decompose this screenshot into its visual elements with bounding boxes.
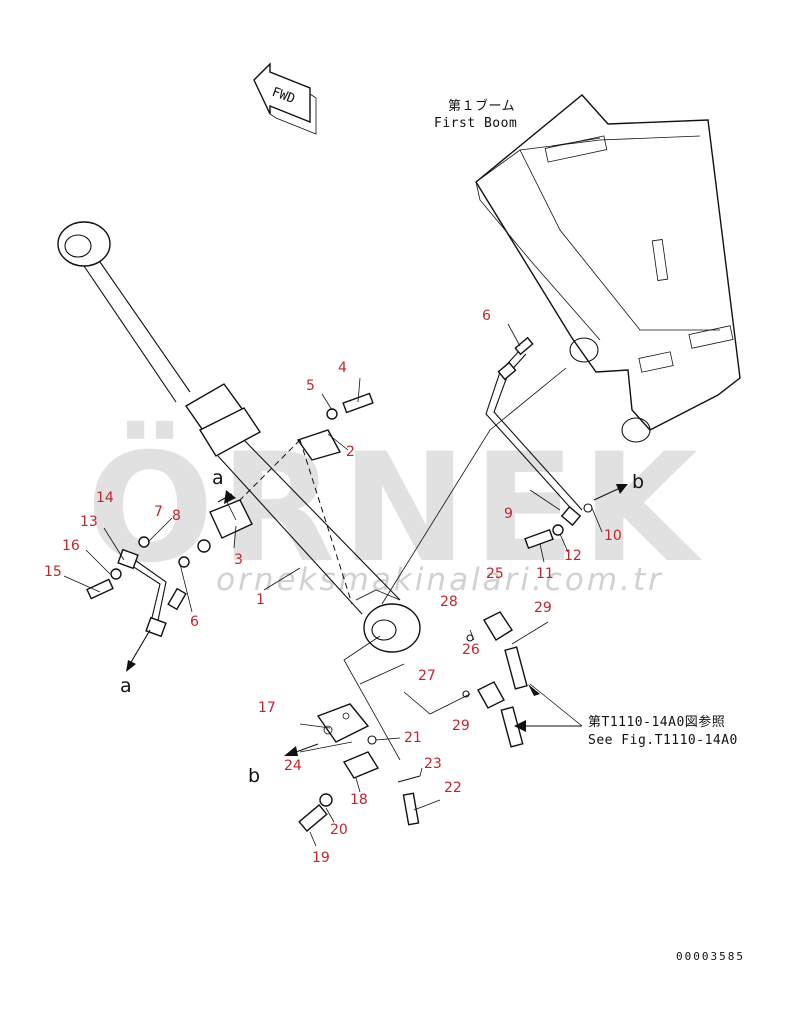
part-number: 20 <box>330 822 348 838</box>
bolt-19 <box>298 804 328 832</box>
part-number: 16 <box>62 538 80 554</box>
callout-b-left: b <box>248 765 260 787</box>
part-number: 8 <box>172 508 181 524</box>
boom-cylinder <box>57 221 421 653</box>
part-number: 18 <box>350 792 368 808</box>
callout-b-right: b <box>632 471 644 493</box>
part-number: 4 <box>338 360 347 376</box>
elbow-29a <box>477 681 505 709</box>
part-number: 6 <box>190 614 199 630</box>
washer-17b <box>178 556 190 568</box>
pin-23 <box>397 775 421 783</box>
bolt-4 <box>342 392 374 414</box>
watermark-brand: ÖRNEK <box>86 420 703 596</box>
part-number: 7 <box>154 504 163 520</box>
part-number: 24 <box>284 758 302 774</box>
bolt-22 <box>402 792 420 826</box>
bracket-2 <box>296 429 342 461</box>
part-number: 10 <box>604 528 622 544</box>
part-number: 29 <box>534 600 552 616</box>
part-number: 22 <box>444 780 462 796</box>
part-number: 25 <box>486 566 504 582</box>
part-number: 12 <box>564 548 582 564</box>
part-number: 17 <box>258 700 276 716</box>
pipe-7 <box>117 548 187 638</box>
part-number: 15 <box>44 564 62 580</box>
part-number: 26 <box>462 642 480 658</box>
washer-20 <box>319 793 333 807</box>
pipe-9 <box>485 336 583 527</box>
leader-lines <box>63 323 603 847</box>
part-number: 21 <box>404 730 422 746</box>
boom-label-en: First Boom <box>434 116 517 131</box>
first-boom <box>475 94 741 443</box>
washer-8 <box>197 539 211 553</box>
part-number: 1 <box>256 592 265 608</box>
part-number: 27 <box>418 668 436 684</box>
part-number: 13 <box>80 514 98 530</box>
washer-12 <box>552 524 564 536</box>
part-number: 9 <box>504 506 513 522</box>
reference-label-jp: 第T1110-14A0図参照 <box>588 714 725 730</box>
block-17 <box>316 703 370 743</box>
boom-label-jp: 第１ブーム <box>448 98 515 114</box>
callout-a-upper: a <box>212 467 224 489</box>
washer-5 <box>326 408 338 420</box>
part-number: 11 <box>536 566 554 582</box>
o-ring-28 <box>462 690 470 698</box>
part-numbers: 1 2 3 4 5 6 6 7 8 9 10 11 12 13 14 15 16… <box>44 308 622 866</box>
part-number: 14 <box>96 490 114 506</box>
part-number: 23 <box>424 756 442 772</box>
arrows <box>126 484 628 756</box>
part-number: 28 <box>440 594 458 610</box>
o-ring-21 <box>367 735 377 745</box>
part-number: 6 <box>482 308 491 324</box>
washer-16 <box>110 568 122 580</box>
fwd-arrow-icon: FWD <box>253 62 317 135</box>
nut-14 <box>138 536 150 548</box>
part-number: 5 <box>306 378 315 394</box>
bolt-11 <box>524 528 554 550</box>
part-number: 2 <box>346 444 355 460</box>
part-number: 19 <box>312 850 330 866</box>
reference-label-en: See Fig.T1110-14A0 <box>588 733 738 748</box>
watermark-url: orneksmakinalari.com.tr <box>216 562 664 598</box>
elbow-25 <box>483 611 513 641</box>
hose-29b <box>504 646 528 690</box>
figure-code: 00003585 <box>676 950 745 963</box>
part-number: 3 <box>234 552 243 568</box>
bracket-3 <box>209 499 253 539</box>
watermark: ÖRNEK orneksmakinalari.com.tr <box>86 420 703 598</box>
plate-18 <box>342 751 380 779</box>
part-number: 29 <box>452 718 470 734</box>
bolt-15 <box>86 578 114 600</box>
callout-a-lower: a <box>120 675 132 697</box>
